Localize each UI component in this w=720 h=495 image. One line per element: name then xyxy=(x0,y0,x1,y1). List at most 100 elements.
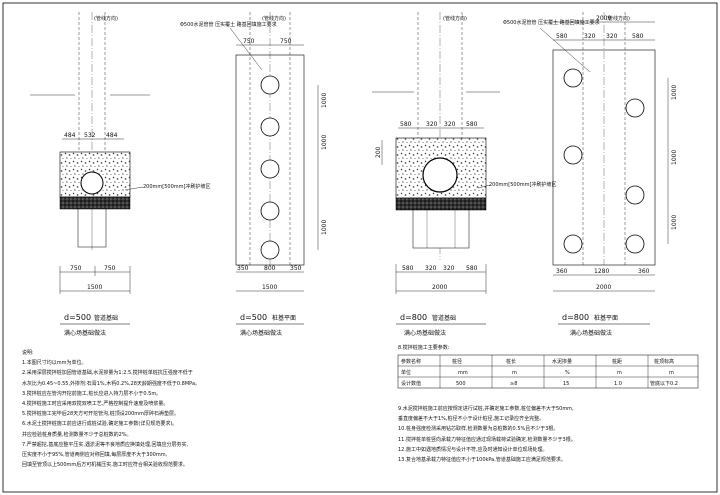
note-line: 12.施工中如遇地质情况与设计不符,应及时通知设计单位现场处理。 xyxy=(398,446,548,453)
fig4-bottom-dim-3: 360 xyxy=(638,268,650,275)
param-header-1: 桩径 xyxy=(452,358,462,365)
fig2-right-dim-1: 1000 xyxy=(321,93,328,108)
param-unit-1: mm xyxy=(458,370,468,376)
param-unit-3: % xyxy=(565,370,570,376)
notes-right-head: 8.搅拌桩施工主要参数: xyxy=(398,343,698,353)
fig4-pile-2 xyxy=(625,98,645,118)
note-line: 8.搅拌桩施工主要参数: xyxy=(398,345,450,351)
note-line: 垂直度偏差不大于1%,桩径不小于设计桩径,施工记录应齐全完整。 xyxy=(398,416,545,423)
param-row-label-3: 设计数值 xyxy=(401,380,421,387)
note-line: 水灰比为0.45~0.55,外掺剂:石膏1%,木钙0.2%,28天龄期强度不低于… xyxy=(22,380,201,387)
fig2-plan: (管线方向) Φ500水泥管管 压实覆土 路基回填施工要求 750 750 10… xyxy=(180,12,328,337)
note-line: 6.水泥土搅拌桩施工前应进行成桩试验,确定施工参数(详见规范要求)。 xyxy=(22,421,178,428)
fig3-bottom-dim-2: 320 xyxy=(425,265,437,272)
note-line: 11.搅拌桩单桩竖向承载力特征值应通过现场载荷试验确定,检测数量不少于3根。 xyxy=(398,436,576,443)
fig2-right-dim-3: 1000 xyxy=(321,220,328,235)
fig3-top-dim-4: 580 xyxy=(466,121,478,128)
param-row-label-2: 单位 xyxy=(401,369,411,376)
fig2-pile-4 xyxy=(260,201,280,221)
fig1-section: (管线方向) 484 532 484 200mm[500mm]冲刷护坡区 750… xyxy=(30,12,210,337)
fig2-top-label: (管线方向) xyxy=(262,15,286,22)
fig2-pile-3 xyxy=(260,159,280,179)
fig1-top-dim-1: 484 xyxy=(64,132,76,139)
fig1-top-label: (管线方向) xyxy=(94,15,118,22)
fig4-right-dim-3: 1000 xyxy=(671,215,678,230)
param-header-4: 桩距 xyxy=(612,358,622,365)
fig1-bottom-dim-2: 750 xyxy=(104,265,116,272)
note-line: 并应检验桩身质量,检测数量不少于总桩数的2%。 xyxy=(22,431,132,438)
note-line: 7.严禁超挖,基底应整平压实,遇淤泥等不良地质应换填处理,回填应分层夯实, xyxy=(22,441,189,448)
param-header-2: 桩长 xyxy=(506,358,516,365)
fig3-subcaption: 满心场基础做法 xyxy=(404,329,446,337)
fig3-top-dim-1: 580 xyxy=(400,121,412,128)
fig4-bottom-dim-1: 360 xyxy=(556,268,568,275)
fig4-pile-5 xyxy=(563,234,583,254)
fig3-caption-name: 管道基础 xyxy=(432,314,456,322)
fig1-caption-d: d=500 xyxy=(64,313,91,322)
fig4-top-dim-2: 320 xyxy=(584,33,596,40)
fig3-top-dim-2: 320 xyxy=(426,121,438,128)
fig4-bottom-total: 2000 xyxy=(596,284,611,291)
fig2-bottom-total: 1500 xyxy=(262,284,277,291)
note-line: 3.搅拌桩应在管沟开挖前施工,桩长应进入持力层不小于0.5m。 xyxy=(22,390,162,397)
fig2-top-dim-2: 750 xyxy=(280,38,292,45)
fig2-bottom-dim-1: 350 xyxy=(237,265,249,272)
param-value-3: 15 xyxy=(563,381,569,387)
fig3-top-dim-3: 320 xyxy=(444,121,456,128)
param-value-5: 管底以下0.2 xyxy=(650,380,678,387)
note-line: 1.本图尺寸均以mm为单位。 xyxy=(22,360,87,367)
fig2-bottom-dim-2: 800 xyxy=(264,265,276,272)
param-header-5: 桩顶标高 xyxy=(654,358,674,365)
param-value-4: 1.0 xyxy=(614,381,622,387)
notes-right: 9.水泥搅拌桩施工前应按规定进行试桩,并确定施工参数,桩位偏差不大于50mm, … xyxy=(398,404,708,465)
fig4-top-label: (管线方向) xyxy=(606,15,630,22)
fig3-bottom-total: 2000 xyxy=(432,284,447,291)
note-line: 10.桩身强度检测采用钻芯取样,检测数量为总桩数的0.5%且不少于3根。 xyxy=(398,426,559,433)
note-line: 说明: xyxy=(22,350,34,356)
fig3-caption-d: d=800 xyxy=(400,313,427,322)
fig2-subcaption: 满心场基础做法 xyxy=(240,329,282,337)
fig2-pile-1 xyxy=(260,75,280,95)
note-line: 9.水泥搅拌桩施工前应按规定进行试桩,并确定施工参数,桩位偏差不大于50mm, xyxy=(398,406,574,412)
fig4-top-dim-4: 580 xyxy=(632,33,644,40)
fig3-bottom-dim-3: 320 xyxy=(443,265,455,272)
note-line: 4.搅拌桩施工时应采用双搅双喷工艺,严格控制提升速度及喷浆量。 xyxy=(22,400,169,407)
fig2-callout: Φ500水泥管管 压实覆土 路基回填施工要求 xyxy=(180,21,277,28)
fig4-pile-6 xyxy=(625,234,645,254)
fig3-pipe xyxy=(422,157,458,193)
param-row-label-1: 参数名称 xyxy=(401,358,421,365)
fig4-callout: Φ500水泥管管 压实覆土 路基回填施工要求 xyxy=(503,19,600,26)
param-unit-5: m xyxy=(669,370,674,376)
fig3-bottom-dim-4: 580 xyxy=(466,265,478,272)
fig2-caption-name: 桩基平面 xyxy=(272,314,296,322)
fig1-subcaption: 满心场基础做法 xyxy=(64,329,106,337)
fig1-pipe xyxy=(80,171,104,195)
note-line: 回填至管顶以上500mm后方可机械压实,施工时应符合相关验收规范要求。 xyxy=(22,462,188,469)
fig1-bottom-total: 1500 xyxy=(87,284,102,291)
note-line: 5.搅拌桩施工完毕后28天方可开挖管沟,桩顶设200mm厚碎石褥垫层。 xyxy=(22,411,180,418)
fig1-top-dim-2: 532 xyxy=(84,132,96,139)
fig1-bottom-dim-1: 750 xyxy=(70,265,82,272)
param-header-3: 水泥掺量 xyxy=(552,358,572,365)
fig2-top-dim-1: 750 xyxy=(243,38,255,45)
fig2-right-dim-2: 1000 xyxy=(321,135,328,150)
fig4-top-dim-3: 320 xyxy=(606,33,618,40)
fig1-pipe-callout: 200mm[500mm]冲刷护坡区 xyxy=(143,183,210,190)
fig4-pile-4 xyxy=(625,185,645,205)
note-line: 2.采用深层搅拌桩加固管道基础,水泥掺量为1:2.5,搅拌桩单桩抗压强度不低于 xyxy=(22,370,193,377)
fig4-right-dim-1: 1000 xyxy=(671,85,678,100)
fig3-top-label: (管线方向) xyxy=(443,15,467,22)
fig2-caption-d: d=500 xyxy=(240,313,267,322)
fig4-subcaption: 满心场基础做法 xyxy=(570,329,612,337)
fig3-bottom-dim-1: 580 xyxy=(402,265,414,272)
param-unit-2: m xyxy=(512,370,517,376)
param-value-2: ≥8 xyxy=(510,381,517,387)
fig4-top-dim-1: 580 xyxy=(556,33,568,40)
param-unit-4: m xyxy=(617,370,622,376)
fig2-bottom-dim-3: 350 xyxy=(290,265,302,272)
fig4-plan: (管线方向) 2000 Φ500水泥管管 压实覆土 路基回填施工要求 580 3… xyxy=(503,12,678,337)
fig4-bottom-dim-2: 1280 xyxy=(594,268,609,275)
fig4-top-total: 2000 xyxy=(596,15,611,22)
